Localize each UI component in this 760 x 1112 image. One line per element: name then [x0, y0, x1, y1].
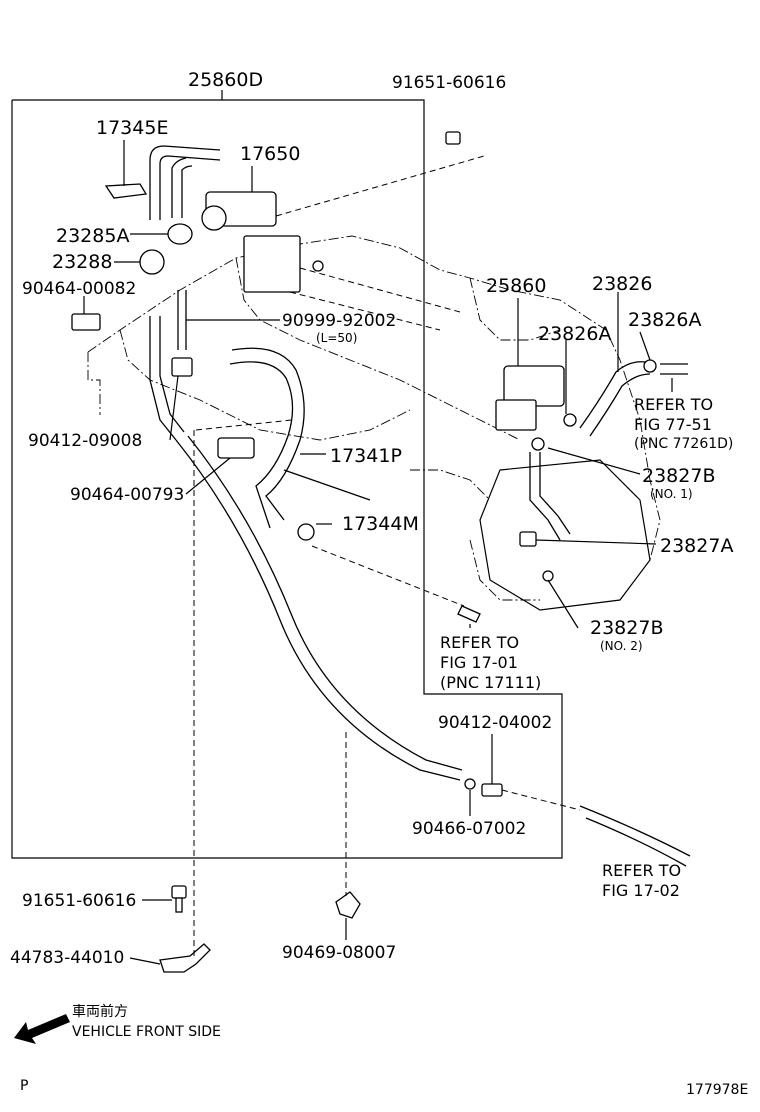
- refer-77-51-line1: REFER TO: [634, 395, 713, 414]
- clip-23826A-right: [643, 359, 657, 373]
- legend-en: VEHICLE FRONT SIDE: [72, 1024, 221, 1040]
- label-17650: 17650: [240, 143, 300, 165]
- label-23285A: 23285A: [56, 225, 129, 247]
- leader-lines: [83, 90, 673, 965]
- screw: [312, 260, 324, 272]
- clamp-90464-00082: [71, 313, 101, 331]
- refer-17-01-line3: (PNC 17111): [440, 673, 541, 692]
- label-44783-44010: 44783-44010: [10, 948, 124, 968]
- label-23288: 23288: [52, 251, 112, 273]
- label-91651-top: 91651-60616: [392, 73, 506, 93]
- filter-23285A: [167, 223, 193, 245]
- hoses: [149, 145, 691, 867]
- refer-tube-17-01: [457, 605, 481, 623]
- footer-left-mark: P: [20, 1078, 28, 1094]
- parts: [71, 131, 657, 973]
- clamp-23827A: [519, 531, 537, 547]
- bolt-91651-top: [445, 131, 461, 145]
- figure-id: 177978E: [686, 1082, 748, 1098]
- refer-77-51-line3: (PNC 77261D): [634, 436, 733, 452]
- clip-90466-07002: [464, 778, 476, 790]
- vehicle-front-legend: 車両前方 VEHICLE FRONT SIDE: [14, 1003, 221, 1044]
- label-90412-04002: 90412-04002: [438, 713, 552, 733]
- refer-17-01-line2: FIG 17-01: [440, 653, 518, 672]
- dashed-lines: [193, 155, 581, 960]
- note-90999: (L=50): [316, 331, 357, 345]
- refer-notes: REFER TO FIG 77-51 (PNC 77261D) REFER TO…: [440, 395, 733, 900]
- refer-17-01-line1: REFER TO: [440, 633, 519, 652]
- label-25860D: 25860D: [188, 69, 263, 91]
- union-90412-04002: [481, 783, 503, 797]
- filter-23288: [139, 249, 165, 275]
- note-23827B-no2: (NO. 2): [600, 639, 643, 653]
- canister-outline: [479, 459, 651, 611]
- label-90466-07002: 90466-07002: [412, 819, 526, 839]
- label-90469-08007: 90469-08007: [282, 943, 396, 963]
- label-90464-00082: 90464-00082: [22, 279, 136, 299]
- part-labels: 25860D 91651-60616 17345E 17650 23285A 2…: [10, 69, 733, 968]
- label-17344M: 17344M: [342, 513, 419, 535]
- label-23827B-no2: 23827B: [590, 617, 663, 639]
- label-23827B-no1: 23827B: [642, 465, 715, 487]
- clip-23826A-left: [563, 413, 577, 427]
- clip-23827B-no2: [542, 570, 554, 582]
- label-91651-bottom: 91651-60616: [22, 891, 136, 911]
- note-23827B-no1: (NO. 1): [650, 487, 693, 501]
- label-90999-92002: 90999-92002: [282, 311, 396, 331]
- clip-23827B-no1: [531, 437, 545, 451]
- refer-17-02-line1: REFER TO: [602, 861, 681, 880]
- label-17341P: 17341P: [330, 445, 402, 467]
- label-23827A: 23827A: [660, 535, 733, 557]
- label-23826: 23826: [592, 273, 652, 295]
- label-17345E: 17345E: [96, 117, 168, 139]
- clamp-90469-08007: [335, 891, 361, 919]
- refer-77-51-line2: FIG 77-51: [634, 415, 712, 434]
- clip-17344M: [297, 523, 315, 541]
- clamp-90464-00793: [217, 437, 255, 459]
- front-arrow-icon: [14, 1014, 70, 1044]
- label-25860: 25860: [486, 275, 546, 297]
- label-23826A-right: 23826A: [628, 309, 701, 331]
- bracket-44783-44010: [159, 943, 211, 973]
- label-90412-09008: 90412-09008: [28, 431, 142, 451]
- assembly-frame: [11, 99, 563, 859]
- clamp-17345E: [104, 183, 148, 199]
- bolt-91651-bottom: [171, 885, 187, 899]
- label-90464-00793: 90464-00793: [70, 485, 184, 505]
- refer-17-02-line2: FIG 17-02: [602, 881, 680, 900]
- legend-jp: 車両前方: [72, 1003, 128, 1020]
- engine-outline: [87, 235, 661, 601]
- label-23826A-left: 23826A: [538, 323, 611, 345]
- union-90412-09008: [171, 357, 193, 377]
